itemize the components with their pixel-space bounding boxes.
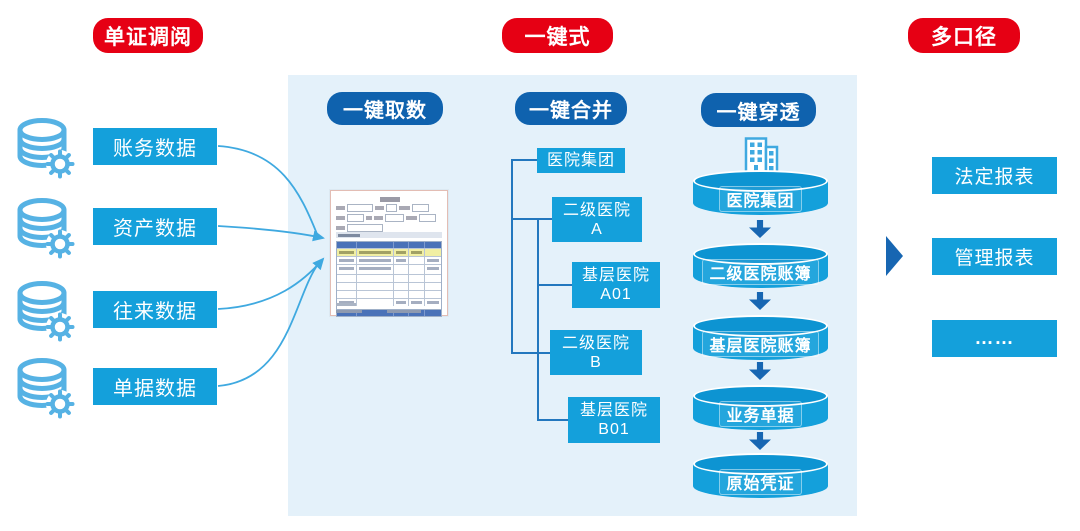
tree-node-label: 基层医院 [579, 402, 648, 419]
database-gear-icon [17, 358, 75, 419]
step-badge-drill-label: 一键穿透 [716, 101, 801, 124]
source-box-accounting-data-label: 账务数据 [113, 138, 197, 160]
tree-node-label: 基层医院 [581, 267, 650, 284]
step-badge-fetch: 一键取数 [327, 92, 443, 125]
source-box-transaction-data-label: 往来数据 [113, 301, 197, 323]
tree-node-hospital-group-label: 医院集团 [546, 152, 615, 169]
cylinder-label: 二级医院账簿 [702, 259, 819, 285]
output-box-more: …… [932, 320, 1057, 357]
tree-node-label: A01 [600, 286, 632, 303]
tree-node-label: B [590, 353, 602, 371]
tree-node-label: 二级医院 [562, 201, 631, 219]
badge-document-retrieval: 单证调阅 [93, 18, 203, 53]
tree-node-secondary-hospital-b: 二级医院 B [550, 330, 642, 375]
tree-node-secondary-hospital-a: 二级医院 A [552, 197, 642, 242]
output-box-management-reports: 管理报表 [932, 238, 1057, 275]
source-box-voucher-data-label: 单据数据 [113, 378, 197, 400]
output-box-label: 法定报表 [954, 167, 1035, 188]
cylinder-top [693, 170, 828, 192]
step-badge-merge-label: 一键合并 [529, 100, 613, 122]
step-badge-drill: 一键穿透 [701, 93, 816, 127]
cylinder-top [693, 453, 828, 475]
badge-multi-caliber: 多口径 [908, 18, 1020, 53]
output-box-label: 管理报表 [954, 248, 1035, 269]
badge-document-retrieval-label: 单证调阅 [104, 25, 192, 49]
source-box-transaction-data: 往来数据 [93, 291, 217, 328]
cylinder-hospital-group: 医院集团 [693, 170, 828, 215]
cylinder-top [693, 243, 828, 265]
invoice-thumbnail [330, 190, 448, 317]
tree-node-hospital-group: 医院集团 [537, 148, 625, 173]
cylinder-label: 基层医院账簿 [702, 331, 819, 357]
badge-one-key-label: 一键式 [524, 25, 591, 49]
cylinder-secondary-hospital-books: 二级医院账簿 [693, 243, 828, 288]
tree-node-label: B01 [598, 421, 630, 438]
cylinder-label: 医院集团 [719, 186, 802, 212]
source-box-asset-data: 资产数据 [93, 208, 217, 245]
cylinder-label: 原始凭证 [719, 469, 802, 495]
badge-multi-caliber-label: 多口径 [931, 25, 997, 49]
step-badge-fetch-label: 一键取数 [343, 100, 427, 122]
cylinder-basic-hospital-books: 基层医院账簿 [693, 315, 828, 360]
right-arrow-icon [886, 236, 903, 276]
source-box-accounting-data: 账务数据 [93, 128, 217, 165]
tree-node-label: A [591, 220, 603, 238]
cylinder-original-vouchers: 原始凭证 [693, 453, 828, 498]
cylinder-label: 业务单据 [719, 401, 802, 427]
cylinder-top [693, 315, 828, 337]
output-box-label: …… [974, 327, 1015, 349]
database-gear-icon [17, 198, 75, 259]
tree-node-basic-hospital-a01: 基层医院 A01 [572, 262, 660, 308]
cylinder-business-vouchers: 业务单据 [693, 385, 828, 430]
output-box-statutory-reports: 法定报表 [932, 157, 1057, 194]
cylinder-top [693, 385, 828, 407]
source-box-asset-data-label: 资产数据 [113, 218, 197, 240]
database-gear-icon [17, 281, 75, 342]
badge-one-key: 一键式 [502, 18, 613, 53]
database-gear-icon [17, 118, 75, 179]
tree-node-basic-hospital-b01: 基层医院 B01 [568, 397, 660, 443]
buildings-icon [744, 137, 779, 173]
tree-node-label: 二级医院 [561, 334, 630, 352]
source-box-voucher-data: 单据数据 [93, 368, 217, 405]
step-badge-merge: 一键合并 [515, 92, 627, 125]
